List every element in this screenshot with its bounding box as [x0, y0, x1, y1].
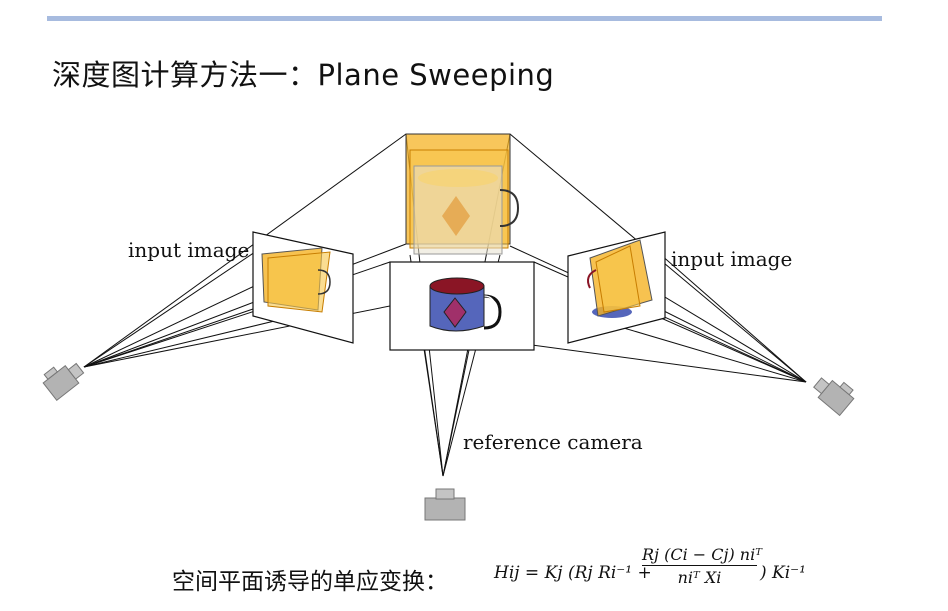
- sweep-planes-left: [261, 247, 331, 313]
- camera-icon-right: [813, 377, 855, 417]
- formula-numerator: Rj (Ci − Cj) niᵀ: [642, 545, 762, 566]
- formula-tail: ) Ki⁻¹: [760, 563, 806, 583]
- plane-sweep-diagram: input image input image reference camera: [42, 133, 855, 521]
- mug-icon: [429, 277, 502, 332]
- slide-title: 深度图计算方法一：Plane Sweeping: [52, 58, 555, 92]
- sweep-planes-top: [405, 133, 520, 255]
- top-rule: [47, 16, 882, 21]
- formula-denominator: niᵀ Xi: [677, 568, 722, 587]
- formula-caption: 空间平面诱导的单应变换：: [172, 569, 448, 595]
- formula-fraction: Rj (Ci − Cj) niᵀ niᵀ Xi: [642, 545, 762, 587]
- camera-icon-left: [42, 362, 85, 401]
- formula-lhs: Hij = Kj (Rj Ri⁻¹ +: [494, 563, 652, 583]
- label-input-right: input image: [671, 247, 792, 271]
- sweep-planes-right: [587, 239, 653, 318]
- label-input-left: input image: [128, 238, 249, 262]
- label-reference-camera: reference camera: [463, 430, 643, 454]
- camera-icon-reference: [424, 488, 466, 521]
